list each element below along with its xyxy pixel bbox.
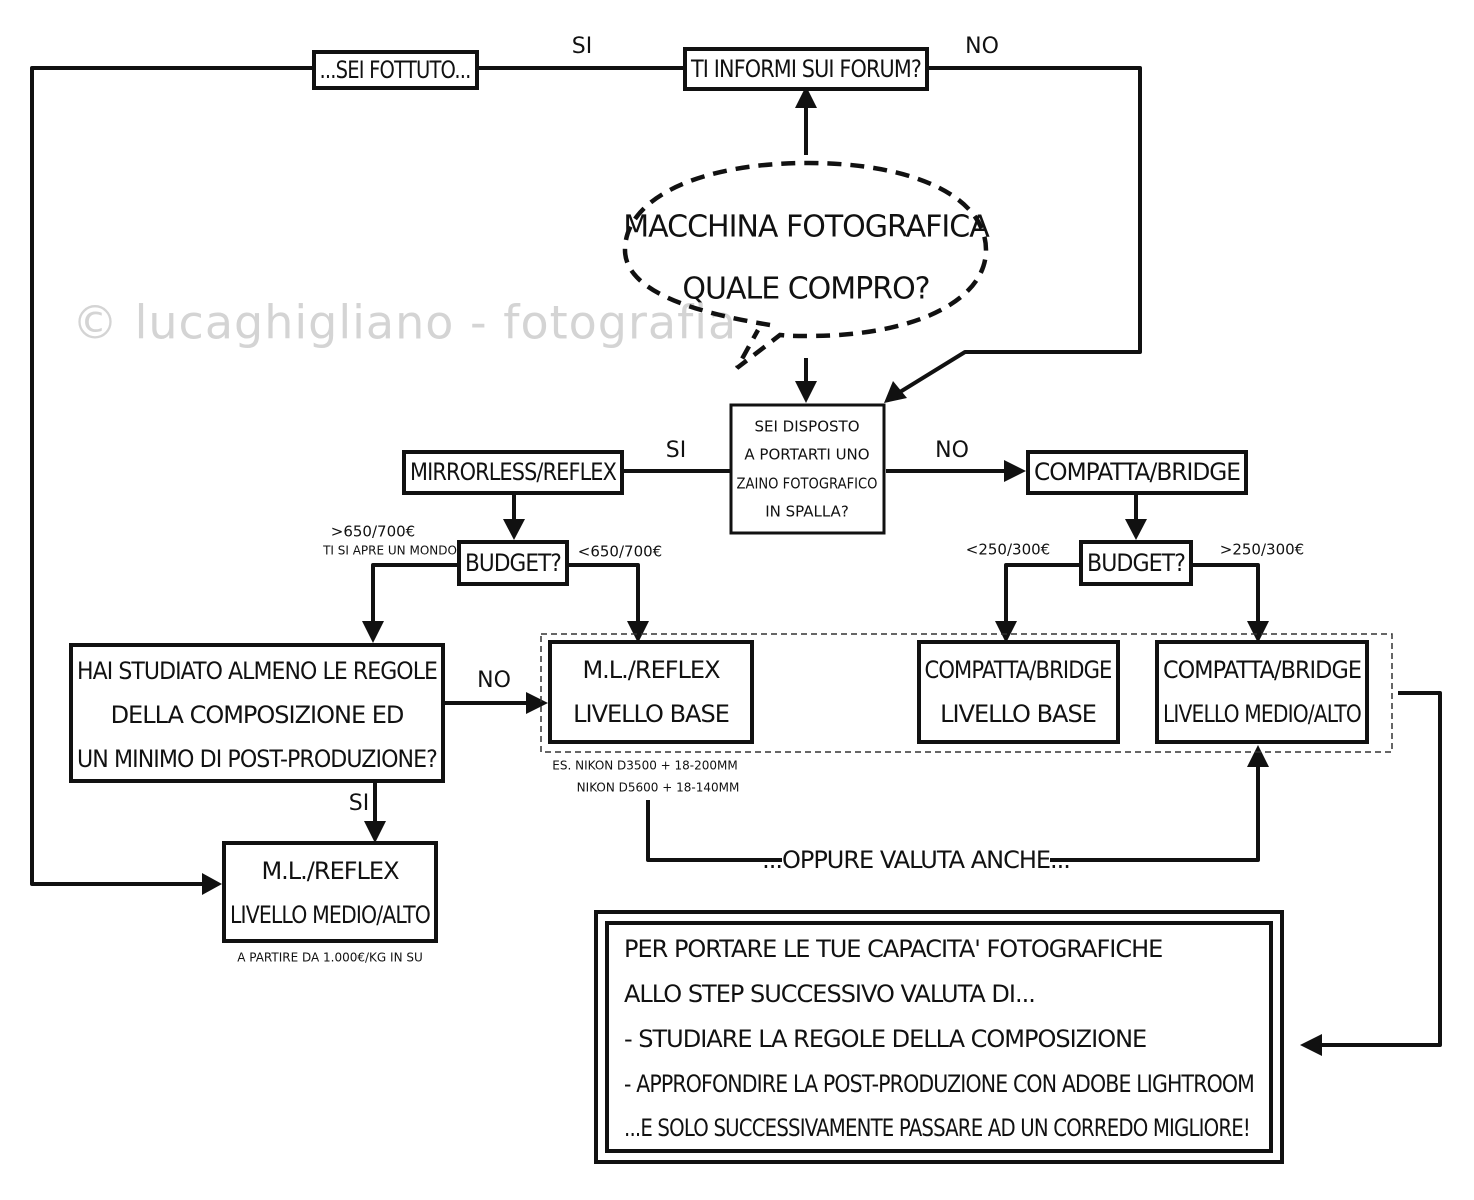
node-compatta-bridge: COMPATTA/BRIDGE (1026, 450, 1248, 495)
edge-budget-left-low (568, 563, 640, 625)
node-forum-question-text: TI INFORMI SUI FORUM? (690, 55, 921, 83)
question-bubble: MACCHINA FOTOGRAFICA QUALE COMPRO? (622, 160, 991, 370)
arrow-into-ml-base (627, 621, 649, 643)
node-ml-medio-line-1: M.L./REFLEX (261, 857, 399, 885)
edge-fottuto-to-ml-medio (30, 66, 312, 886)
label-examples-line-1: ES. NIKON D3500 + 18-200MM (552, 759, 737, 773)
node-ml-medio-line-2: LIVELLO MEDIO/ALTO (230, 901, 430, 929)
basic-options-group (540, 633, 1393, 753)
arrow-into-compatta (1004, 460, 1026, 482)
advice-line-1: PER PORTARE LE TUE CAPACITA' FOTOGRAFICH… (624, 935, 1162, 963)
node-ml-medio: M.L./REFLEX LIVELLO MEDIO/ALTO (222, 841, 438, 943)
node-backpack-line-3: ZAINO FOTOGRAFICO (737, 475, 878, 493)
edge-forum-no (898, 66, 1142, 394)
node-backpack-line-1: SEI DISPOSTO (754, 418, 859, 436)
arrow-into-cb-medio (1247, 621, 1269, 643)
node-ml-base-line-1: M.L./REFLEX (582, 656, 720, 684)
arrow-into-budget-right (1125, 519, 1147, 540)
node-cb-medio-line-1: COMPATTA/BRIDGE (1163, 656, 1361, 684)
label-examples-line-2: NIKON D5600 + 18-140MM (577, 781, 740, 795)
label-budget-right-low: <250/300€ (966, 541, 1050, 559)
advice-line-4: - APPROFONDIRE LA POST-PRODUZIONE CON AD… (624, 1070, 1254, 1098)
advice-box: PER PORTARE LE TUE CAPACITA' FOTOGRAFICH… (594, 910, 1284, 1164)
node-sei-fottuto-text: ...SEI FOTTUTO... (320, 56, 471, 84)
label-budget-left-low: <650/700€ (578, 543, 662, 561)
advice-line-2: ALLO STEP SUCCESSIVO VALUTA DI... (624, 980, 1035, 1008)
arrow-into-advice (1300, 1034, 1322, 1056)
arrow-into-ml-base-from-no (526, 692, 548, 714)
bubble-outline (622, 160, 989, 370)
arrow-into-composition (362, 621, 384, 643)
edge-budget-left-high (371, 563, 458, 625)
arrow-into-ml-medio-from-si (364, 821, 386, 843)
label-budget-left-high: >650/700€ (331, 523, 415, 541)
node-cb-base-line-2: LIVELLO BASE (940, 700, 1096, 728)
arrow-into-ml-medio (202, 873, 222, 895)
label-budget-left-high-note: TI SI APRE UN MONDO (322, 544, 457, 558)
node-cb-base: COMPATTA/BRIDGE LIVELLO BASE (917, 640, 1120, 744)
node-budget-right-text: BUDGET? (1087, 549, 1185, 577)
label-no-backpack: NO (935, 438, 969, 463)
node-budget-left-text: BUDGET? (465, 549, 561, 577)
edge-budget-right-high (1192, 563, 1260, 625)
bubble-line-1: MACCHINA FOTOGRAFICA (623, 210, 990, 245)
edge-cb-medio-to-advice (1318, 691, 1442, 1047)
arrow-into-cb-medio-from-oppure (1247, 745, 1269, 767)
node-budget-right: BUDGET? (1079, 540, 1193, 586)
edge-oppure-left (646, 800, 782, 862)
label-si-backpack: SI (666, 438, 686, 463)
node-composition-line-2: DELLA COMPOSIZIONE ED (111, 701, 404, 729)
arrow-into-cb-base (995, 621, 1017, 643)
arrow-into-budget-left (503, 519, 525, 540)
node-backpack-line-2: A PORTARTI UNO (744, 446, 869, 464)
label-no-composition: NO (477, 668, 511, 693)
label-no-forum: NO (965, 34, 999, 59)
node-mirrorless-reflex-text: MIRRORLESS/REFLEX (410, 458, 616, 486)
node-sei-fottuto: ...SEI FOTTUTO... (312, 50, 479, 90)
node-ml-base: M.L./REFLEX LIVELLO BASE (548, 640, 754, 744)
node-composition-line-1: HAI STUDIATO ALMENO LE REGOLE (77, 657, 437, 685)
node-budget-left: BUDGET? (457, 540, 569, 586)
arrow-into-backpack (795, 381, 817, 403)
label-si-forum: SI (572, 34, 592, 59)
label-si-composition: SI (349, 791, 369, 816)
watermark-text: © lucaghigliano - fotografia (72, 296, 737, 350)
node-forum-question: TI INFORMI SUI FORUM? (683, 47, 929, 91)
node-cb-base-line-1: COMPATTA/BRIDGE (925, 656, 1112, 684)
edge-oppure-right (1050, 765, 1260, 862)
node-mirrorless-reflex: MIRRORLESS/REFLEX (402, 450, 624, 495)
advice-line-5: ...E SOLO SUCCESSIVAMENTE PASSARE AD UN … (624, 1114, 1250, 1142)
node-cb-medio-line-2: LIVELLO MEDIO/ALTO (1163, 700, 1361, 728)
advice-line-3: - STUDIARE LA REGOLE DELLA COMPOSIZIONE (624, 1025, 1146, 1053)
node-cb-medio: COMPATTA/BRIDGE LIVELLO MEDIO/ALTO (1155, 640, 1369, 744)
node-backpack-line-4: IN SPALLA? (765, 503, 849, 521)
edge-budget-right-low (1004, 563, 1080, 625)
label-ml-medio-note: A PARTIRE DA 1.000€/KG IN SU (237, 951, 423, 965)
node-composition-question: HAI STUDIATO ALMENO LE REGOLE DELLA COMP… (69, 643, 445, 783)
label-budget-right-high: >250/300€ (1220, 541, 1304, 559)
node-ml-base-line-2: LIVELLO BASE (573, 700, 729, 728)
node-composition-line-3: UN MINIMO DI POST-PRODUZIONE? (77, 745, 437, 773)
bubble-line-2: QUALE COMPRO? (682, 272, 929, 307)
node-compatta-bridge-text: COMPATTA/BRIDGE (1034, 458, 1240, 486)
node-backpack-question: SEI DISPOSTO A PORTARTI UNO ZAINO FOTOGR… (729, 403, 886, 535)
label-oppure: ...OPPURE VALUTA ANCHE... (762, 846, 1070, 874)
advice-box-inner (605, 921, 1273, 1153)
arrow-into-forum (795, 86, 817, 108)
advice-box-outer (594, 910, 1284, 1164)
arrow-into-backpack-from-no (884, 381, 907, 403)
